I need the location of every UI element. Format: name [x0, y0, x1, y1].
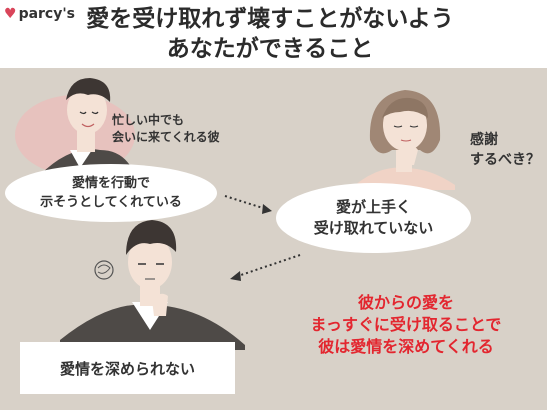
woman-note-line-2: するべき？ — [470, 152, 540, 168]
bubble-left-line-1: 愛情を行動で — [71, 176, 150, 191]
man-top-illustration — [15, 78, 135, 180]
logo-text: parcy's — [18, 6, 75, 22]
conclusion-text: 彼からの愛を まっすぐに受け取ることで 彼は愛情を深めてくれる — [275, 292, 537, 358]
dotted-arrow-left — [230, 254, 301, 281]
dotted-arrow-right — [224, 195, 272, 214]
man-top-note-line-1: 忙しい中でも — [112, 113, 185, 127]
man-top-note: 忙しい中でも 会いに来てくれる彼 — [112, 112, 220, 146]
page-title: 愛を受け取れず壊すことがないよう あなたができること — [60, 4, 480, 64]
result-box: 愛情を深められない — [20, 342, 235, 394]
woman-note: 感謝 するべき？ — [470, 130, 540, 170]
speech-bubble-right: 愛が上手く 受け取れていない — [276, 183, 471, 253]
woman-illustration — [355, 90, 455, 190]
title-line-1: 愛を受け取れず壊すことがないよう — [86, 6, 454, 32]
brand-logo: ♥ parcy's — [4, 6, 75, 22]
bubble-right-line-2: 受け取れていない — [313, 219, 434, 237]
man-top-note-line-2: 会いに来てくれる彼 — [112, 130, 220, 144]
man-bottom-illustration — [60, 220, 245, 350]
conclusion-line-3: 彼は愛情を深めてくれる — [318, 337, 494, 356]
speech-bubble-left: 愛情を行動で 示そうとしてくれている — [5, 164, 217, 222]
woman-note-line-1: 感謝 — [470, 132, 498, 148]
illustration-svg — [15, 78, 455, 350]
conclusion-line-2: まっすぐに受け取ることで — [310, 315, 502, 334]
header: ♥ parcy's 愛を受け取れず壊すことがないよう あなたができること — [0, 0, 547, 68]
bubble-left-line-2: 示そうとしてくれている — [40, 195, 182, 210]
conclusion-line-1: 彼からの愛を — [357, 293, 454, 312]
title-line-2: あなたができること — [166, 36, 374, 62]
bubble-right-line-1: 愛が上手く — [335, 198, 411, 216]
heart-icon: ♥ — [4, 6, 17, 22]
